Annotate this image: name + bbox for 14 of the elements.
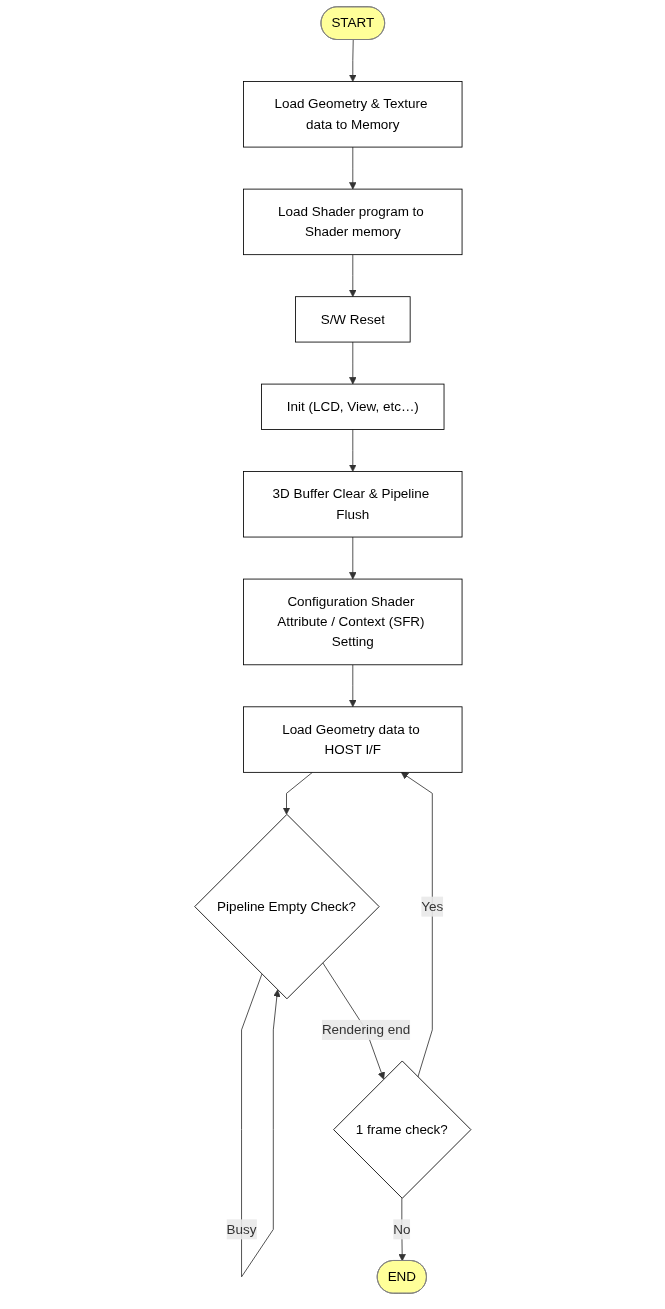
node-diamond: Pipeline Empty Check? bbox=[194, 813, 380, 1000]
node-diamond: 1 frame check? bbox=[332, 1060, 471, 1199]
node-box: Load Geometry & Texture data to Memory bbox=[242, 81, 463, 148]
node-box: Init (LCD, View, etc…) bbox=[260, 383, 445, 430]
arrow bbox=[240, 973, 281, 1278]
edge-label: No bbox=[392, 1221, 411, 1237]
edge-label: Busy bbox=[226, 1221, 257, 1237]
edge-label: Yes bbox=[421, 899, 443, 914]
node-box: 3D Buffer Clear & Pipeline Flush bbox=[242, 471, 463, 538]
node-box: Load Geometry data to HOST I/F bbox=[242, 706, 463, 773]
node-box: S/W Reset bbox=[294, 296, 411, 343]
node-box: Configuration Shader Attribute / Context (SFR) Setting bbox=[242, 578, 463, 666]
edge-label: Rendering end bbox=[321, 1022, 410, 1037]
node-box: Load Shader program to Shader memory bbox=[242, 188, 463, 256]
